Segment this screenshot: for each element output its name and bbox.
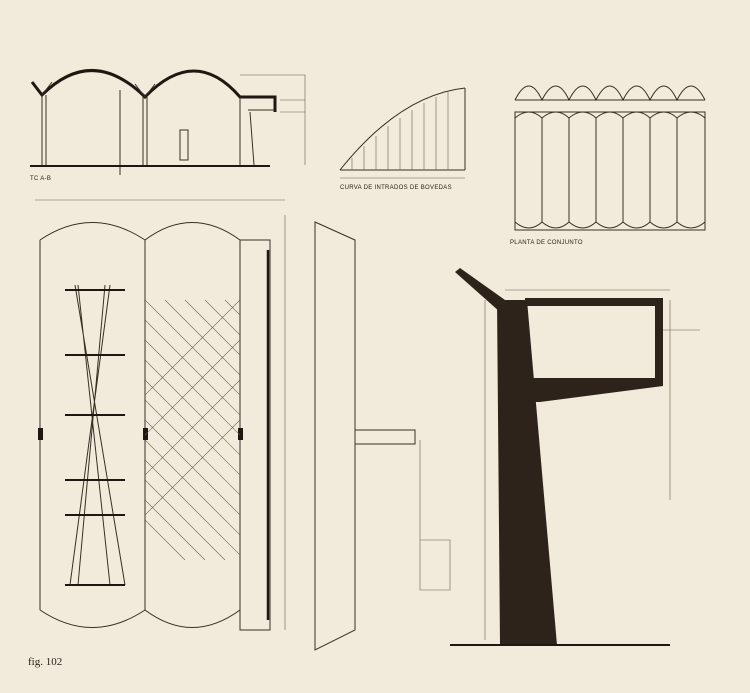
figure-caption: fig. 102 [28,656,62,668]
curve-label: CURVA DE INTRADOS DE BOVEDAS [340,185,452,191]
section-a-b: TC A-B [30,69,306,182]
column-section [419,268,700,646]
section-label: TC A-B [30,176,51,182]
overall-plan: PLANTA DE CONJUNTO [510,85,706,246]
vault-curve-diagram: CURVA DE INTRADOS DE BOVEDAS [339,87,466,191]
side-elevation [314,221,416,651]
plan-label: PLANTA DE CONJUNTO [510,240,583,246]
vault-plan-detail: fig. 102 [28,199,286,668]
